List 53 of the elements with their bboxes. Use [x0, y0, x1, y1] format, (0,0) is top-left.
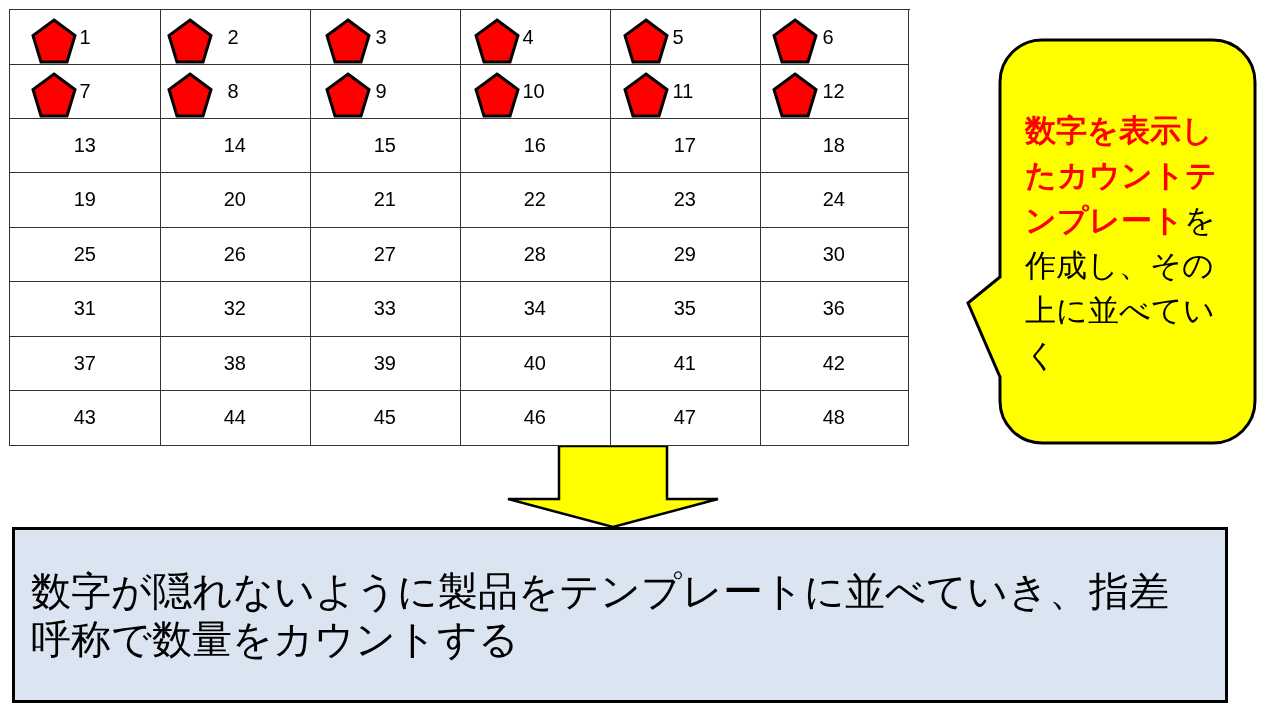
cell-number: 3 [375, 25, 387, 48]
cell-number: 21 [373, 188, 396, 210]
cell-number: 35 [673, 297, 696, 319]
cell-number: 23 [673, 188, 696, 210]
cell-number: 5 [672, 25, 684, 48]
cell-number: 33 [373, 297, 396, 319]
cell-number: 37 [73, 351, 96, 374]
cell-number: 38 [223, 351, 246, 374]
text-box: 数字が隠れないように製品をテンプレートに並べていき、指差呼称で数量をカウントする [12, 527, 1228, 703]
cell-number: 47 [673, 406, 696, 428]
cell-number: 11 [672, 79, 694, 102]
cell-number: 14 [223, 133, 246, 156]
cell-number: 12 [822, 79, 845, 102]
cell-number: 29 [673, 242, 696, 265]
cell-number: 25 [73, 242, 96, 265]
cell-number: 9 [375, 79, 387, 102]
cell-number: 15 [373, 133, 396, 156]
cell-number: 48 [822, 406, 845, 428]
cell-number: 10 [522, 79, 545, 102]
cell-number: 34 [523, 297, 546, 319]
cell-number: 8 [227, 79, 239, 102]
cell-number: 40 [523, 351, 546, 374]
table [9, 9, 910, 446]
cell-number: 39 [373, 351, 396, 374]
cell-number: 44 [223, 406, 246, 428]
cell-number: 46 [523, 406, 546, 428]
cell-number: 43 [73, 406, 96, 428]
cell-number: 2 [227, 25, 239, 48]
cell-number: 7 [79, 79, 91, 102]
cell-number: 30 [822, 242, 845, 265]
block-arrow [506, 444, 720, 529]
cell-number: 6 [822, 25, 834, 48]
cell-number: 4 [522, 25, 534, 48]
cell-number: 13 [73, 133, 96, 156]
cell-number: 20 [223, 188, 246, 210]
speech-bubble [966, 38, 1257, 446]
cell-number: 36 [822, 297, 845, 319]
cell-number: 17 [673, 133, 696, 156]
cell-number: 1 [79, 25, 91, 48]
callout-text: 数字を表示したカウントテンプレートを作成し、その上に並べていく [1025, 111, 1218, 375]
cell-number: 24 [822, 188, 845, 210]
cell-number: 31 [73, 297, 96, 319]
cell-number: 16 [523, 133, 546, 156]
cell-number: 45 [373, 406, 396, 428]
cell-number: 27 [373, 242, 396, 265]
cell-number: 32 [223, 297, 246, 319]
cell-number: 19 [73, 188, 96, 210]
cell-number: 26 [223, 242, 246, 265]
cell-number: 18 [822, 133, 845, 156]
cell-number: 28 [523, 242, 546, 265]
cell-number: 41 [673, 351, 696, 374]
cell-number: 42 [822, 351, 845, 374]
cell-number: 22 [523, 188, 546, 210]
